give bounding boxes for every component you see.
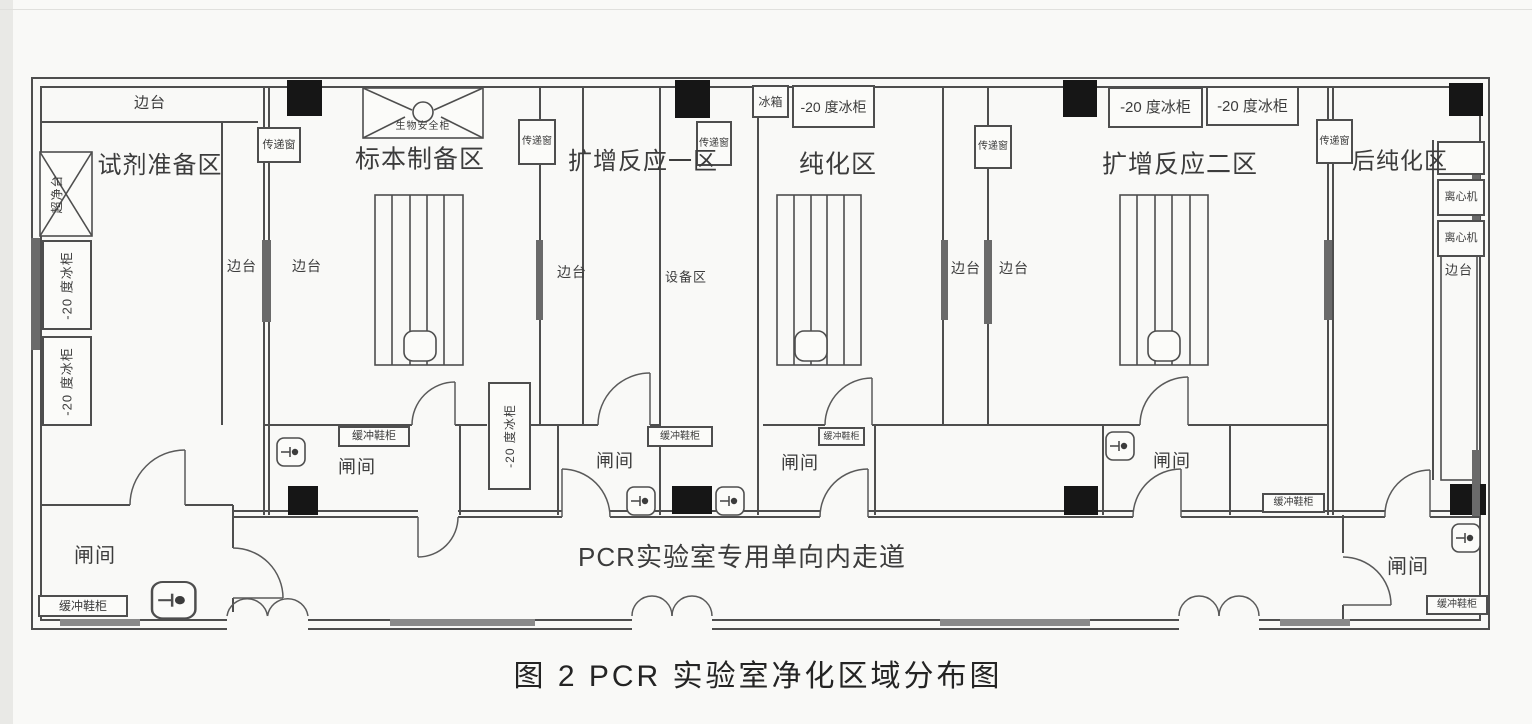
centrifuge-box: 离心机: [1437, 220, 1485, 257]
scan-line-artifact: [0, 9, 1532, 10]
airlock-label: 闸间: [596, 451, 634, 471]
side-bench-label: 边台: [999, 260, 1029, 276]
side-bench-label: 边台: [557, 264, 587, 280]
airlock-label: 闸间: [74, 545, 116, 567]
room-label-specimen-prep: 标本制备区: [354, 145, 486, 174]
pass-window-box: 传递窗: [1316, 119, 1353, 164]
figure-caption: 图 2 PCR 实验室净化区域分布图: [513, 660, 1003, 693]
pass-window-box: 传递窗: [518, 119, 556, 165]
sink-icon: [715, 486, 745, 516]
sink-icon: [626, 486, 656, 516]
lab-bench-tables: [374, 194, 1478, 481]
freezer-box: -20 度冰柜: [42, 336, 92, 426]
bottom-door-gaps: [227, 612, 1259, 634]
buffer-shoe-cabinet: 缓冲鞋柜: [647, 426, 713, 447]
room-label-amplification-1: 扩增反应一区: [568, 148, 718, 175]
sink-icon: [1105, 431, 1135, 461]
freezer-box: -20 度冰柜: [488, 382, 531, 490]
airlock-label: 闸间: [781, 453, 819, 473]
sink-icon: [276, 437, 306, 467]
room-label-post-purification: 后纯化区: [1352, 147, 1448, 174]
clean-bench-icon: [39, 151, 93, 237]
fridge-box: 冰箱: [752, 85, 789, 118]
bench-table-specimen: [374, 194, 464, 366]
sink-icon: [150, 580, 197, 620]
buffer-shoe-cabinet: 缓冲鞋柜: [1262, 493, 1325, 513]
airlock-label: 闸间: [1153, 451, 1191, 471]
sink-icon: [1451, 523, 1481, 553]
door-swings: [129, 372, 1431, 606]
clean-bench-label: 超净台: [50, 174, 64, 214]
double-entry-doors: [226, 595, 1260, 617]
scan-edge-artifact: [0, 0, 13, 724]
freezer-box: -20 度冰柜: [1108, 87, 1203, 128]
freezer-box: -20 度冰柜: [792, 85, 875, 128]
partition-walls: [41, 87, 1480, 620]
room-label-reagent-prep: 试剂准备区: [97, 152, 223, 179]
equipment-box: [1437, 141, 1485, 175]
freezer-box: -20 度冰柜: [42, 240, 92, 330]
centrifuge-box: 离心机: [1437, 179, 1485, 216]
side-bench-label: 边台: [1444, 262, 1474, 278]
buffer-shoe-cabinet: 缓冲鞋柜: [1426, 595, 1488, 615]
buffer-shoe-cabinet: 缓冲鞋柜: [38, 595, 128, 617]
airlock-label: 闸间: [338, 457, 376, 477]
pass-window-box: 传递窗: [974, 125, 1012, 169]
corridor-wall: [233, 510, 1480, 518]
corridor-label: PCR实验室专用单向内走道: [578, 542, 906, 572]
side-bench-label: 边台: [133, 94, 167, 112]
room-label-equipment-area: 设备区: [664, 269, 708, 285]
freezer-box: -20 度冰柜: [1206, 86, 1299, 126]
bench-table-amplification-2: [1119, 194, 1209, 366]
biosafety-cabinet-label: 生物安全柜: [395, 121, 451, 132]
bench-table-purification: [776, 194, 862, 366]
side-bench-label: 边台: [227, 258, 257, 274]
side-bench-label: 边台: [951, 260, 981, 276]
room-label-purification: 纯化区: [798, 150, 878, 179]
pass-window-box: 传递窗: [257, 127, 301, 163]
side-bench-label: 边台: [292, 258, 322, 274]
buffer-shoe-cabinet: 缓冲鞋柜: [338, 426, 410, 447]
room-label-amplification-2: 扩增反应二区: [1101, 150, 1259, 179]
biosafety-cabinet-icon: [362, 87, 484, 139]
buffer-shoe-cabinet: 缓冲鞋柜: [818, 427, 865, 446]
pass-window-box: 传递窗: [696, 121, 732, 166]
airlock-label: 闸间: [1387, 556, 1429, 578]
bench-right-column: [1440, 255, 1478, 481]
